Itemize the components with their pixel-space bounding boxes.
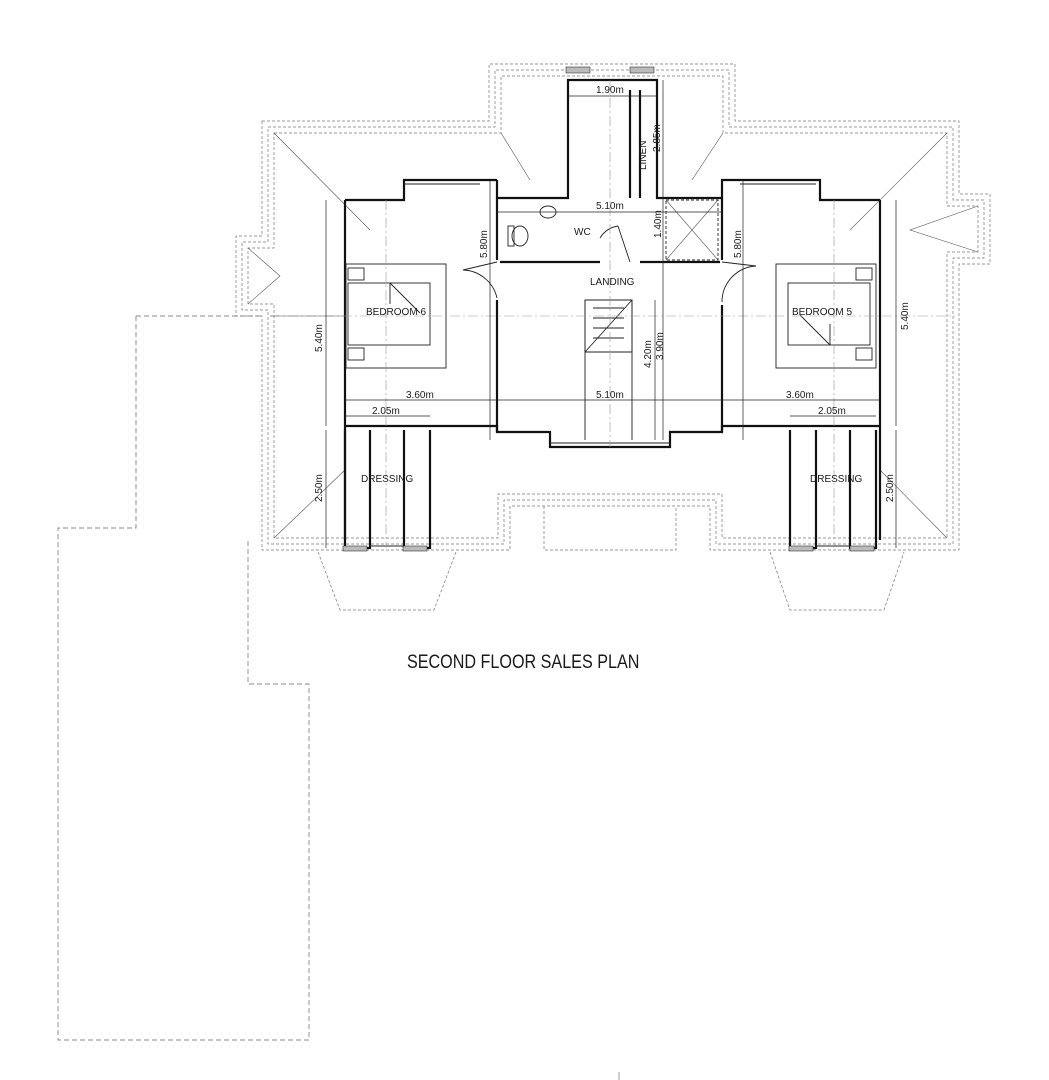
linen-label: LINEN	[638, 141, 649, 170]
dim-landing-height-a: 4.20m	[643, 340, 654, 368]
centre-lines	[270, 80, 955, 548]
doors	[462, 225, 757, 303]
dim-right-wall-height: 5.80m	[733, 230, 744, 258]
bedroom5-label: BEDROOM 5	[792, 307, 852, 318]
dim-landing-width: 5.10m	[596, 390, 624, 401]
dim-dressing-left-height: 2.50m	[314, 474, 325, 502]
dim-landing-height-b: 3.90m	[655, 332, 666, 360]
dim-bedroom6-height: 5.40m	[314, 324, 325, 352]
dim-wc-width: 5.10m	[596, 201, 624, 212]
dimension-lines	[325, 80, 897, 548]
plan-title: SECOND FLOOR SALES PLAN	[406, 652, 640, 673]
dim-bedroom6-width: 3.60m	[406, 390, 434, 401]
dim-dressing-right-width: 2.05m	[818, 406, 846, 417]
dim-wc-height: 1.40m	[653, 210, 664, 238]
wc-label: WC	[574, 227, 591, 238]
dim-dressing-right-height: 2.50m	[885, 474, 896, 502]
lower-roof-outline	[57, 315, 310, 1041]
dressing-left-label: DRESSING	[361, 474, 413, 485]
dim-left-wall-height: 5.80m	[479, 230, 490, 258]
dim-dressing-left-width: 2.05m	[372, 406, 400, 417]
dim-top-width: 1.90m	[596, 85, 624, 96]
dressing-right-label: DRESSING	[810, 474, 862, 485]
bedroom6-label: BEDROOM 6	[366, 307, 426, 318]
roof-eaves	[235, 63, 991, 611]
landing-label: LANDING	[590, 277, 635, 288]
dim-bedroom5-width: 3.60m	[786, 390, 814, 401]
dim-linen-height: 2.85m	[652, 124, 663, 152]
dim-bedroom5-height: 5.40m	[900, 302, 911, 330]
